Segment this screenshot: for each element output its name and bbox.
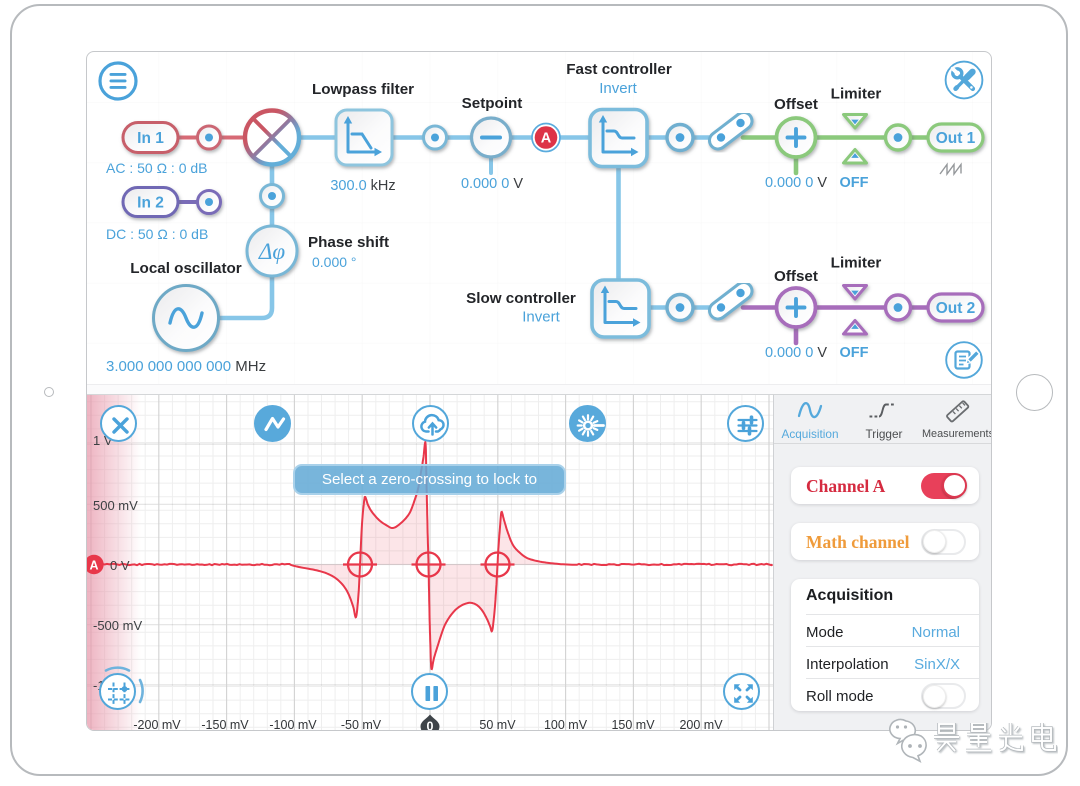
svg-text:OFF: OFF (840, 175, 869, 191)
svg-text:Fast controller: Fast controller (566, 61, 672, 78)
svg-text:Invert: Invert (522, 309, 560, 326)
svg-text:Phase shift: Phase shift (308, 234, 389, 251)
svg-text:Offset: Offset (774, 96, 818, 113)
svg-text:Out 2: Out 2 (936, 300, 976, 317)
svg-text:0.000 0 V: 0.000 0 V (765, 345, 827, 361)
svg-text:OFF: OFF (840, 345, 869, 361)
svg-text:A: A (89, 559, 98, 573)
svg-text:Setpoint: Setpoint (462, 95, 523, 112)
svg-text:0.000 0 V: 0.000 0 V (461, 176, 523, 192)
svg-text:300.0 kHz: 300.0 kHz (330, 178, 395, 194)
svg-text:AC : 50 Ω : 0 dB: AC : 50 Ω : 0 dB (106, 160, 208, 176)
svg-text:Slow controller: Slow controller (466, 290, 576, 307)
svg-text:3.000 000 000 000 MHz: 3.000 000 000 000 MHz (106, 358, 266, 375)
svg-text:Invert: Invert (599, 80, 637, 97)
svg-text:Out 1: Out 1 (936, 130, 976, 147)
svg-text:A: A (541, 131, 552, 147)
svg-text:0.000 °: 0.000 ° (312, 254, 357, 270)
svg-text:Limiter: Limiter (831, 86, 882, 103)
svg-text:Local oscillator: Local oscillator (130, 260, 241, 277)
svg-text:In 2: In 2 (137, 195, 164, 212)
svg-text:DC : 50 Ω : 0 dB: DC : 50 Ω : 0 dB (106, 226, 208, 242)
svg-text:Limiter: Limiter (831, 255, 882, 272)
svg-text:0: 0 (426, 720, 433, 731)
svg-text:Δφ: Δφ (258, 239, 285, 264)
svg-text:Lowpass filter: Lowpass filter (312, 81, 414, 98)
svg-text:Offset: Offset (774, 268, 818, 285)
svg-text:0.000 0 V: 0.000 0 V (765, 175, 827, 191)
svg-text:In 1: In 1 (137, 130, 164, 147)
